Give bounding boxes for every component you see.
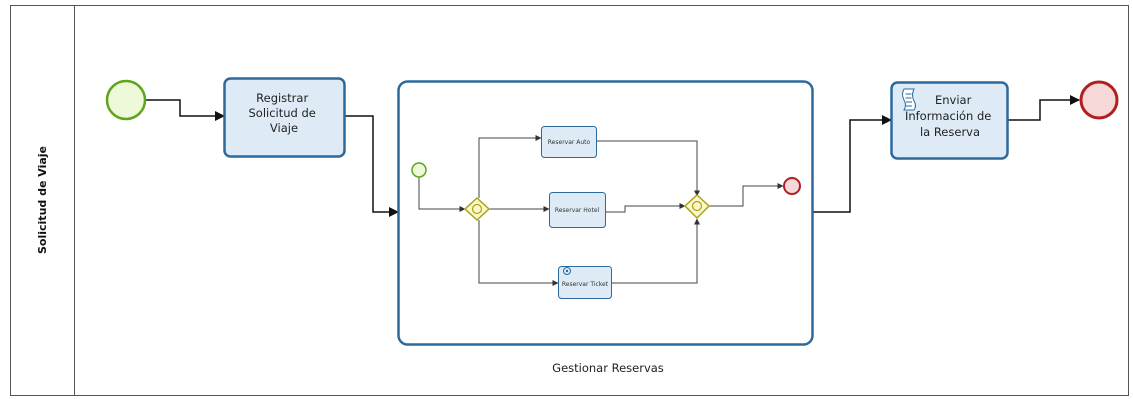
task-reserve-car-label: Reservar Auto — [548, 139, 591, 146]
inner-flow-hotel-to-join[interactable] — [606, 203, 686, 213]
inner-start-event[interactable] — [411, 162, 427, 178]
inner-flow-start-to-split[interactable] — [418, 177, 466, 212]
task-reserve-ticket[interactable]: Reservar Ticket — [558, 266, 612, 299]
inner-flow-split-to-ticket[interactable] — [478, 220, 559, 286]
join-gateway[interactable] — [683, 193, 711, 220]
flow-send-to-end[interactable] — [1008, 95, 1080, 121]
subprocess-label: Gestionar Reservas — [552, 361, 664, 375]
task-register-label: Registrar Solicitud de Viaje — [248, 91, 319, 135]
inner-flows — [418, 135, 784, 286]
task-send-line-2: Información de — [905, 109, 991, 123]
task-send-line-3: la Reserva — [920, 125, 980, 139]
inner-end-event[interactable] — [783, 177, 801, 195]
inner-flow-ticket-to-join[interactable] — [612, 218, 700, 284]
task-send-label: Enviar Información de la Reserva — [905, 93, 995, 139]
split-gateway[interactable] — [463, 196, 491, 222]
inner-flow-split-to-car[interactable] — [478, 135, 542, 198]
inner-flow-join-to-end[interactable] — [709, 183, 784, 207]
task-register-line-1: Registrar — [256, 91, 308, 105]
task-register-line-3: Viaje — [270, 121, 298, 135]
task-send-line-1: Enviar — [935, 93, 972, 107]
task-reserve-ticket-label: Reservar Ticket — [562, 281, 609, 288]
script-icon — [902, 88, 916, 111]
start-event[interactable] — [105, 79, 147, 121]
flow-start-to-register[interactable] — [146, 99, 225, 121]
task-reserve-hotel[interactable]: Reservar Hotel — [549, 192, 606, 228]
task-reserve-hotel-label: Reservar Hotel — [555, 207, 600, 214]
lane-label: Solicitud de Viaje — [36, 146, 49, 254]
task-send-reservation-info[interactable]: Enviar Información de la Reserva — [890, 81, 1009, 160]
end-event[interactable] — [1079, 80, 1119, 120]
gear-icon — [563, 267, 571, 275]
flow-subprocess-to-send[interactable] — [813, 115, 892, 213]
task-register-line-2: Solicitud de — [248, 106, 315, 120]
flow-register-to-subprocess[interactable] — [345, 115, 399, 217]
task-register-request[interactable]: Registrar Solicitud de Viaje — [223, 77, 346, 158]
task-reserve-car[interactable]: Reservar Auto — [541, 126, 597, 158]
inner-flow-car-to-join[interactable] — [596, 140, 700, 197]
